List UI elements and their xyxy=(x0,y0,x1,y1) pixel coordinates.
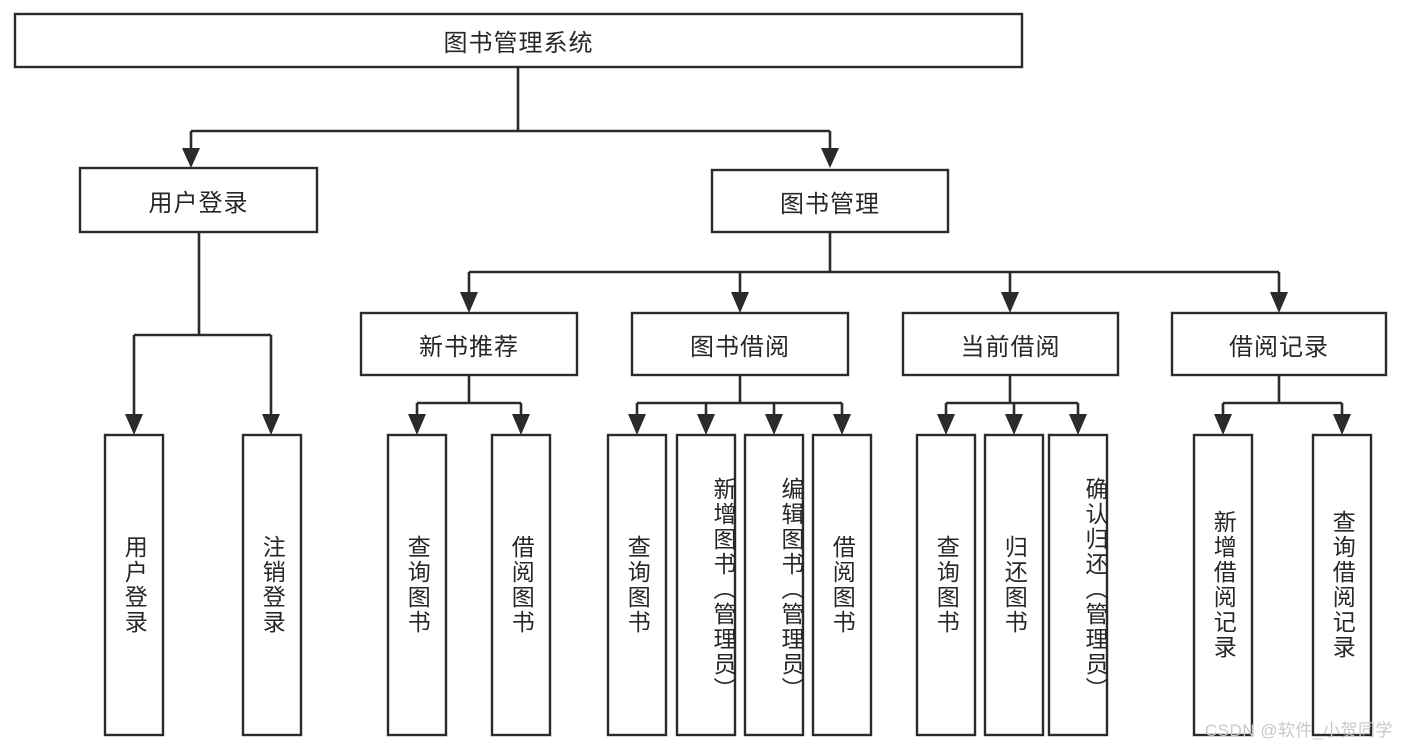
arrowhead-cb-leaf2 xyxy=(1005,414,1023,435)
leaf-bb-borrow-book[interactable] xyxy=(811,433,873,737)
leaf-br-add-record[interactable] xyxy=(1192,433,1254,737)
arrowhead-cb-leaf3 xyxy=(1069,414,1087,435)
arrowhead-bb-leaf3 xyxy=(765,414,783,435)
arrowhead-nbr-leaf2 xyxy=(512,414,530,435)
arrowhead-book-mgmt xyxy=(821,148,839,168)
node-user-login[interactable] xyxy=(78,166,319,234)
node-book-management[interactable] xyxy=(710,168,950,234)
node-book-borrow[interactable] xyxy=(630,311,850,377)
arrowhead-bb-leaf2 xyxy=(697,414,715,435)
leaf-nbr-query-book[interactable] xyxy=(386,433,448,737)
leaf-bb-add-book-admin[interactable] xyxy=(675,433,737,737)
leaf-nbr-borrow-book[interactable] xyxy=(490,433,552,737)
arrowhead-br-leaf1 xyxy=(1214,414,1232,435)
arrowhead-bb-leaf4 xyxy=(833,414,851,435)
node-borrow-record[interactable] xyxy=(1170,311,1388,377)
arrowhead-br-leaf2 xyxy=(1333,414,1351,435)
arrowhead-book-borrow xyxy=(731,292,749,313)
arrowhead-borrow-record xyxy=(1270,292,1288,313)
leaf-cb-confirm-return-admin[interactable] xyxy=(1047,433,1109,737)
edges-group xyxy=(125,67,1351,435)
leaf-bb-query-book[interactable] xyxy=(606,433,668,737)
nodes-group xyxy=(13,12,1388,737)
arrowhead-user-login xyxy=(182,148,200,168)
arrowhead-cb-leaf1 xyxy=(937,414,955,435)
csdn-watermark: CSDN @软件_小贺同学 xyxy=(1204,721,1393,740)
leaf-cb-query-book[interactable] xyxy=(915,433,977,737)
arrowhead-nbr-leaf1 xyxy=(408,414,426,435)
leaf-user-login[interactable] xyxy=(103,433,165,737)
node-current-borrow[interactable] xyxy=(901,311,1120,377)
leaf-cb-return-book[interactable] xyxy=(983,433,1045,737)
arrowhead-new-book-recommend xyxy=(460,292,478,313)
leaf-logout[interactable] xyxy=(241,433,303,737)
leaf-bb-edit-book-admin[interactable] xyxy=(743,433,805,737)
node-root-book-management-system[interactable] xyxy=(13,12,1024,69)
arrowhead-leaf-logout xyxy=(262,414,280,435)
leaf-br-query-record[interactable] xyxy=(1311,433,1373,737)
arrowhead-leaf-user-login xyxy=(125,414,143,435)
arrowhead-current-borrow xyxy=(1001,292,1019,313)
node-new-book-recommend[interactable] xyxy=(359,311,579,377)
arrowhead-bb-leaf1 xyxy=(628,414,646,435)
